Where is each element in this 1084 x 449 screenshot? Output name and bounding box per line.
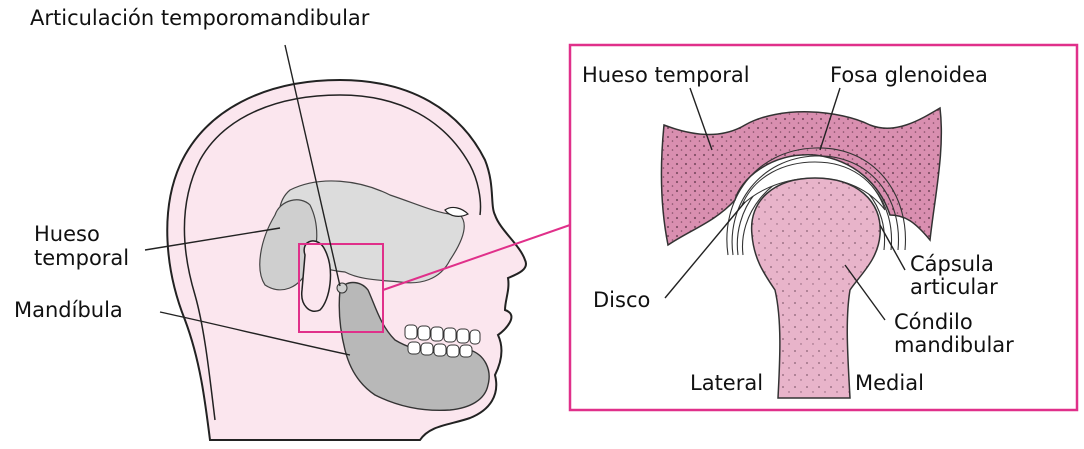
label-articulacion-temporomandibular: Articulación temporomandibular [30,6,369,30]
label-condilo-1: Cóndilo [894,310,973,334]
label-condilo-2: mandibular [894,333,1014,357]
label-hueso-temporal-head-2: temporal [34,246,129,270]
label-hueso-temporal-inset: Hueso temporal [582,63,750,87]
tmj-spot [337,283,347,293]
label-hueso-temporal-head-1: Hueso [34,222,100,246]
label-fosa-glenoidea: Fosa glenoidea [830,63,988,87]
label-mandibula: Mandíbula [14,298,123,322]
label-medial: Medial [855,371,924,395]
label-disco: Disco [593,288,650,312]
label-capsula-2: articular [910,275,998,299]
label-capsula-1: Cápsula [910,252,994,276]
label-lateral: Lateral [690,371,763,395]
ear [302,241,331,311]
